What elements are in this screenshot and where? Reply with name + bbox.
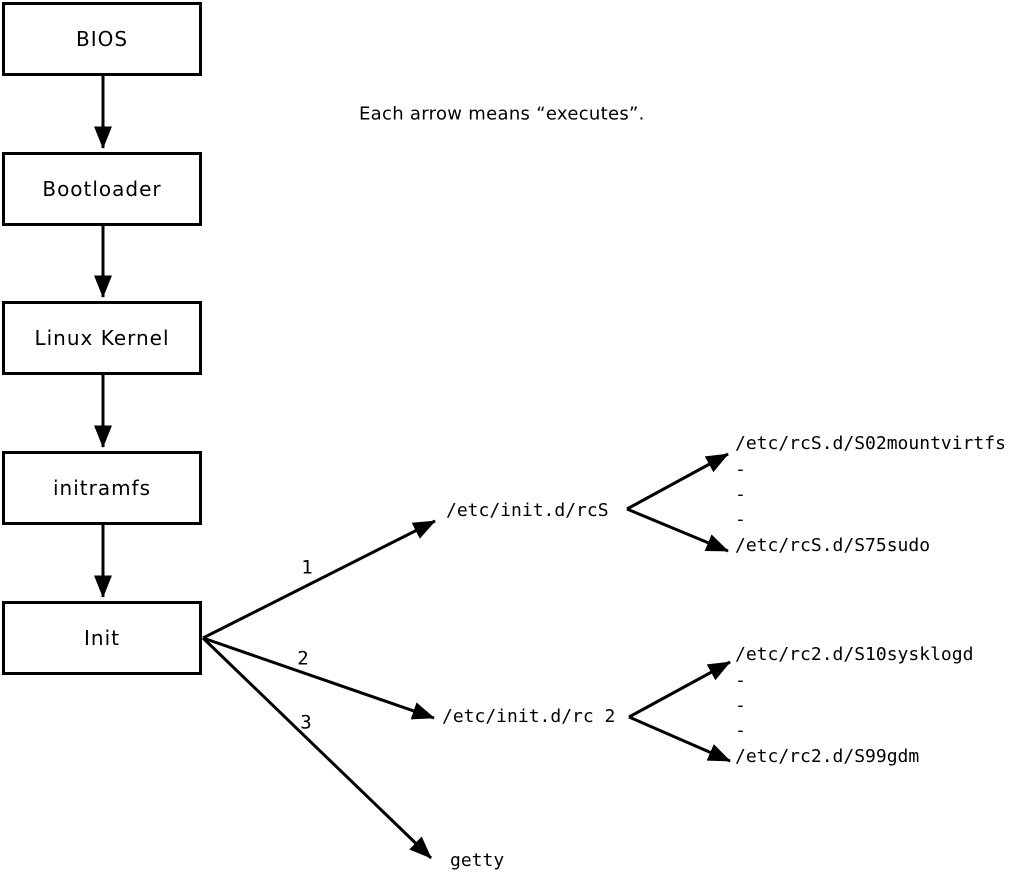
branch-number-3: 3	[300, 711, 312, 734]
label-rc2-script-s10sysklogd: /etc/rc2.d/S10sysklogd	[735, 644, 974, 665]
rc2-dash-3: -	[735, 720, 746, 741]
box-init: Init	[2, 601, 202, 675]
rcs-dash-3: -	[735, 509, 746, 530]
box-initramfs-label: initramfs	[52, 476, 152, 500]
arrow-init-to-getty	[201, 636, 433, 860]
arrow-rcs-to-s02mountvirtfs	[626, 452, 729, 511]
arrow-rc2-to-s99gdm	[628, 715, 731, 763]
caption: Each arrow means “executes”.	[359, 103, 645, 125]
box-init-label: Init	[84, 626, 120, 650]
label-rcs-script-s02mountvirtfs: /etc/rcS.d/S02mountvirtfs	[735, 433, 1006, 454]
box-bootloader-label: Bootloader	[42, 177, 162, 201]
arrow-rcs-to-s75sudo	[626, 507, 729, 553]
box-bootloader: Bootloader	[2, 152, 202, 226]
box-linux-kernel-label: Linux Kernel	[34, 326, 170, 350]
label-etc-init-d-rc2: /etc/init.d/rc 2	[442, 706, 616, 727]
branch-number-2: 2	[297, 647, 309, 670]
box-initramfs: initramfs	[2, 451, 202, 525]
label-rcs-script-s75sudo: /etc/rcS.d/S75sudo	[735, 535, 931, 556]
rc2-dash-2: -	[735, 695, 746, 716]
label-etc-init-d-rcs: /etc/init.d/rcS	[446, 500, 609, 521]
branch-number-1: 1	[301, 556, 313, 579]
box-linux-kernel: Linux Kernel	[2, 301, 202, 375]
arrow-init-to-rcs	[202, 519, 436, 640]
box-bios-label: BIOS	[75, 27, 129, 51]
label-rc2-script-s99gdm: /etc/rc2.d/S99gdm	[735, 746, 920, 767]
arrow-init-to-rc2	[202, 636, 435, 720]
box-bios: BIOS	[2, 2, 202, 76]
rcs-dash-1: -	[735, 459, 746, 480]
rc2-dash-1: -	[735, 670, 746, 691]
label-getty: getty	[450, 850, 505, 871]
arrow-rc2-to-s10sysklogd	[628, 660, 731, 719]
rcs-dash-2: -	[735, 484, 746, 505]
